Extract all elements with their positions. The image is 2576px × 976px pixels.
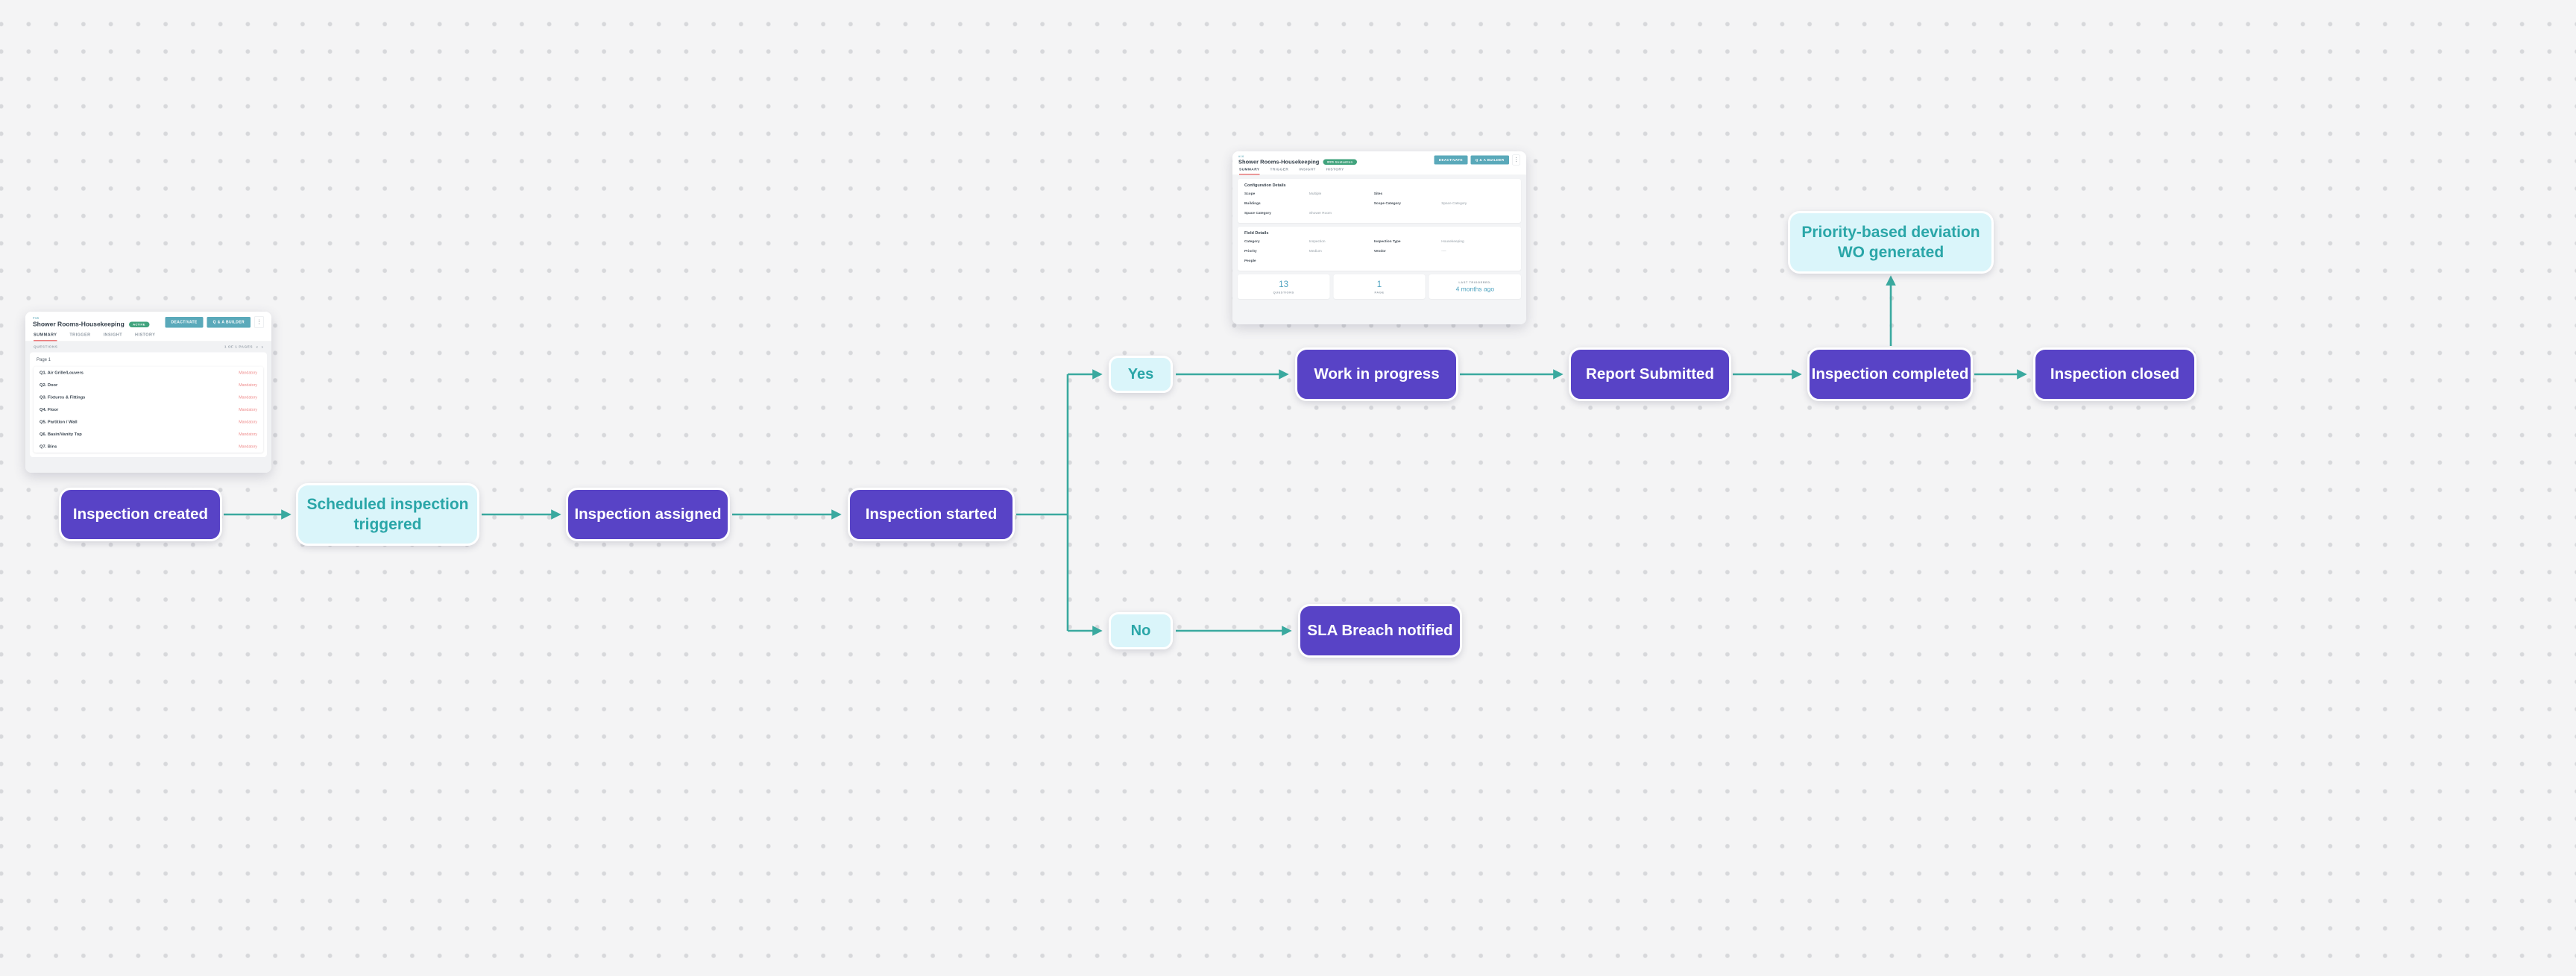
mandatory-tag: Mandatory [239,419,257,424]
app1-header: #16 Shower Rooms-Housekeeping ACTIVE DEA… [25,312,271,330]
deactivate-button[interactable]: DEACTIVATE [1434,155,1468,165]
question-row[interactable]: Q3. Fixtures & Fittings Mandatory [34,391,263,404]
app2-tabs: SUMMARY TRIGGER INSIGHT HISTORY [1232,166,1526,175]
buildings-label: Buildings [1244,201,1261,206]
questions-count-label: QUESTIONS [1273,291,1294,295]
questions-header: QUESTIONS [34,344,58,350]
stat-questions: 13 QUESTIONS [1238,274,1330,299]
question-row[interactable]: Q4. Floor Mandatory [34,403,263,416]
mandatory-tag: Mandatory [239,394,257,400]
page-label: Page 1 [37,356,51,362]
question-row[interactable]: Q6. Basin/Vanity Top Mandatory [34,428,263,441]
deactivate-button[interactable]: DEACTIVATE [165,316,204,328]
node-inspection-completed[interactable]: Inspection completed [1807,347,1973,401]
last-triggered-value: 4 months ago [1455,285,1495,293]
kebab-menu-icon[interactable]: ⋮ [1512,154,1520,166]
inspection-type-value: Housekeeping [1441,239,1464,244]
tab-trigger[interactable]: TRIGGER [1270,167,1289,172]
node-yes[interactable]: Yes [1109,356,1173,393]
qa-builder-button[interactable]: Q & A BUILDER [1470,155,1509,165]
tab-history[interactable]: HISTORY [135,333,156,337]
page-count-label: PAGE [1374,291,1385,295]
app1-tabs: SUMMARY TRIGGER INSIGHT HISTORY [25,330,271,341]
tab-insight[interactable]: INSIGHT [103,333,123,337]
node-work-in-progress[interactable]: Work in progress [1295,347,1458,401]
configuration-details-title: Configuration Details [1244,183,1286,188]
node-scheduled-inspection-triggered[interactable]: Scheduled inspection triggered [296,483,479,546]
priority-value: Medium [1309,249,1322,254]
node-no[interactable]: No [1109,612,1173,649]
configuration-details-card: Configuration Details Scope Multiple Sit… [1238,179,1521,223]
app2-header: #16 Shower Rooms-Housekeeping With Evalu… [1232,151,1526,166]
mandatory-tag: Mandatory [239,432,257,437]
node-inspection-closed[interactable]: Inspection closed [2033,347,2196,401]
space-category-value: Shower Room [1309,211,1332,215]
tab-history[interactable]: HISTORY [1326,167,1344,172]
app2-status-badge: With Evaluation [1323,159,1357,165]
tab-trigger[interactable]: TRIGGER [69,333,91,337]
node-sla-breach-notified[interactable]: SLA Breach notified [1298,604,1462,658]
questions-card: Q1. Air Grille/Louvers Mandatory Q2. Doo… [34,366,263,453]
qa-builder-button[interactable]: Q & A BUILDER [207,316,251,328]
people-label: People [1244,259,1256,263]
sites-label: Sites [1373,192,1383,196]
inspection-type-label: Inspection Type [1373,239,1401,244]
questions-count: 13 [1279,279,1289,289]
node-inspection-assigned[interactable]: Inspection assigned [566,488,730,541]
question-row[interactable]: Q7. Bins Mandatory [34,441,263,453]
category-label: Category [1244,239,1260,244]
embedded-screenshot-questions-page[interactable]: #16 Shower Rooms-Housekeeping ACTIVE DEA… [25,312,271,473]
node-inspection-started[interactable]: Inspection started [848,488,1015,541]
scope-label: Scope [1244,192,1256,196]
tab-summary[interactable]: SUMMARY [1239,168,1260,175]
space-category-label: Space Category [1244,211,1271,215]
vendor-label: Vendor [1373,249,1386,254]
question-text: Q1. Air Grille/Louvers [40,370,84,375]
question-text: Q3. Fixtures & Fittings [40,394,86,400]
questions-strip: QUESTIONS 1 OF 1 PAGES ‹ › [25,341,271,353]
category-value: Inspection [1309,239,1326,244]
scope-category-value: Space Category [1441,201,1467,206]
tab-summary[interactable]: SUMMARY [34,333,57,341]
mandatory-tag: Mandatory [239,407,257,412]
node-inspection-created[interactable]: Inspection created [59,488,222,541]
tab-insight[interactable]: INSIGHT [1299,167,1316,172]
next-page-icon[interactable]: › [261,343,264,350]
app2-title: Shower Rooms-Housekeeping [1238,159,1320,166]
last-triggered-label: LAST TRIGGERED. [1458,280,1492,284]
question-text: Q2. Door [40,382,58,388]
embedded-screenshot-summary-page[interactable]: #16 Shower Rooms-Housekeeping With Evalu… [1232,151,1526,324]
question-row[interactable]: Q1. Air Grille/Louvers Mandatory [34,367,263,380]
mandatory-tag: Mandatory [239,370,257,375]
app2-ref-id: #16 [1238,154,1244,159]
question-row[interactable]: Q5. Partition / Wall Mandatory [34,416,263,429]
kebab-menu-icon[interactable]: ⋮ [254,316,264,328]
scope-value: Multiple [1309,192,1322,196]
priority-label: Priority [1244,249,1257,254]
node-priority-deviation-wo-generated[interactable]: Priority-based deviation WO generated [1788,211,1994,274]
app1-title: Shower Rooms-Housekeeping [33,321,125,328]
prev-page-icon[interactable]: ‹ [256,343,259,350]
mandatory-tag: Mandatory [239,444,257,449]
pagination-label: 1 OF 1 PAGES [224,344,253,350]
stat-last-triggered: LAST TRIGGERED. 4 months ago [1429,274,1522,299]
node-report-submitted[interactable]: Report Submitted [1569,347,1731,401]
field-details-title: Field Details [1244,230,1269,236]
app1-status-badge: ACTIVE [128,321,150,327]
stat-pages: 1 PAGE [1333,274,1426,299]
question-text: Q5. Partition / Wall [40,419,78,424]
page-count: 1 [1376,279,1382,289]
mandatory-tag: Mandatory [239,382,257,388]
field-details-card: Field Details Category Inspection Inspec… [1238,227,1521,271]
scope-category-label: Scope Category [1373,201,1401,206]
summary-stats: 13 QUESTIONS 1 PAGE LAST TRIGGERED. 4 mo… [1238,274,1522,299]
question-text: Q4. Floor [40,407,59,412]
question-text: Q7. Bins [40,444,57,449]
page-card: Page 1 Q1. Air Grille/Louvers Mandatory … [30,352,267,457]
question-text: Q6. Basin/Vanity Top [40,432,82,437]
vendor-value: ---- [1441,249,1446,254]
question-row[interactable]: Q2. Door Mandatory [34,379,263,391]
app1-ref-id: #16 [33,316,40,320]
